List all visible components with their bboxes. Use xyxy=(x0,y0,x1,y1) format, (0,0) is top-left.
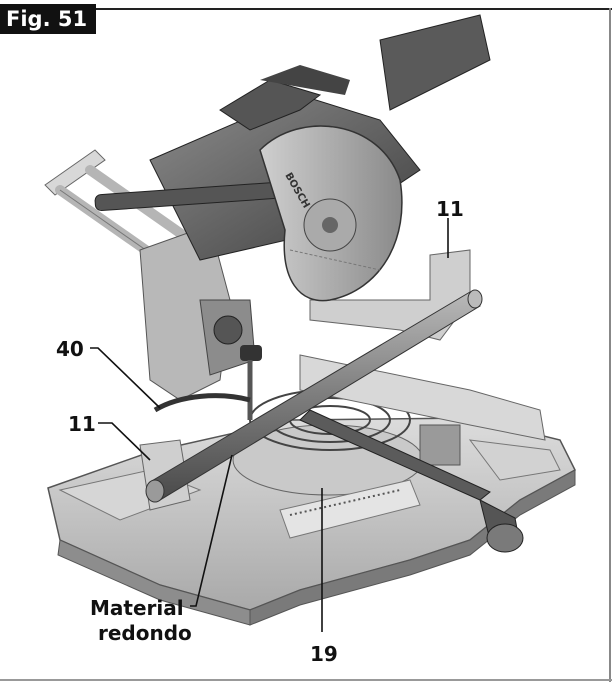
callout-material-line1: Material xyxy=(90,596,184,620)
leader-lines xyxy=(90,218,449,632)
right-border xyxy=(609,8,611,682)
blade-guard: BOSCH xyxy=(259,125,403,302)
callout-material-line2: redondo xyxy=(98,621,192,645)
top-border xyxy=(96,8,612,10)
figure-tag: Fig. 51 xyxy=(0,4,96,34)
slide-bar xyxy=(299,409,524,553)
round-workpiece xyxy=(145,289,483,503)
workpiece-clamp xyxy=(153,345,262,420)
callout-19-turntable: 19 xyxy=(310,642,338,666)
bottom-border xyxy=(0,679,612,681)
callout-40-clamp: 40 xyxy=(56,337,84,361)
callout-11-fence-left: 11 xyxy=(68,412,96,436)
callout-11-fence-right: 11 xyxy=(436,197,464,221)
